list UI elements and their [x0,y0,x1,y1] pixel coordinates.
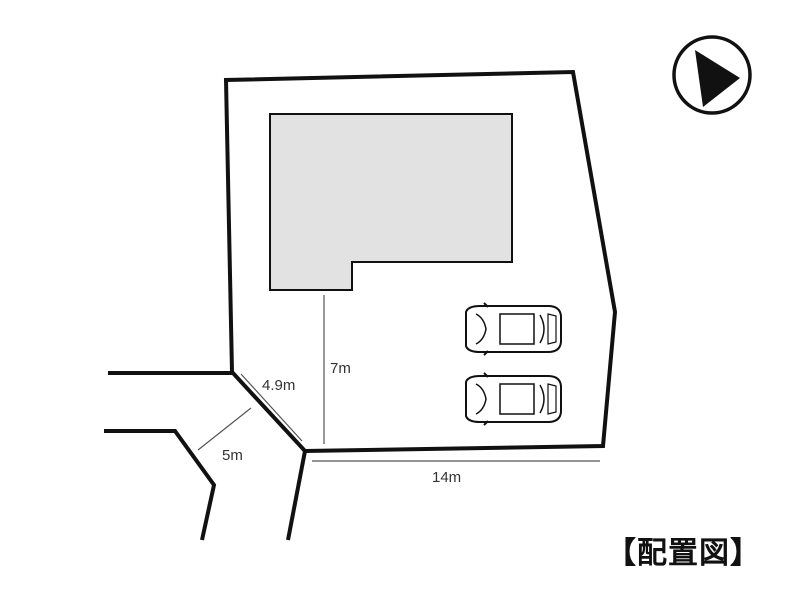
dimension-corner-cut [240,373,303,442]
frontage-label: 14m [432,469,461,486]
north-arrow-icon [672,35,752,115]
road-edge-lower [104,429,217,541]
road-edge-right [286,450,307,541]
depth-label: 7m [330,360,351,377]
dimension-road-width [197,407,252,451]
corner-cut-label: 4.9m [262,377,295,394]
building-footprint [269,113,513,291]
diagram-title: 【配置図】 [606,536,761,571]
car-icon [465,302,562,356]
road-width-label: 5m [222,447,243,464]
car-icon [465,372,562,426]
